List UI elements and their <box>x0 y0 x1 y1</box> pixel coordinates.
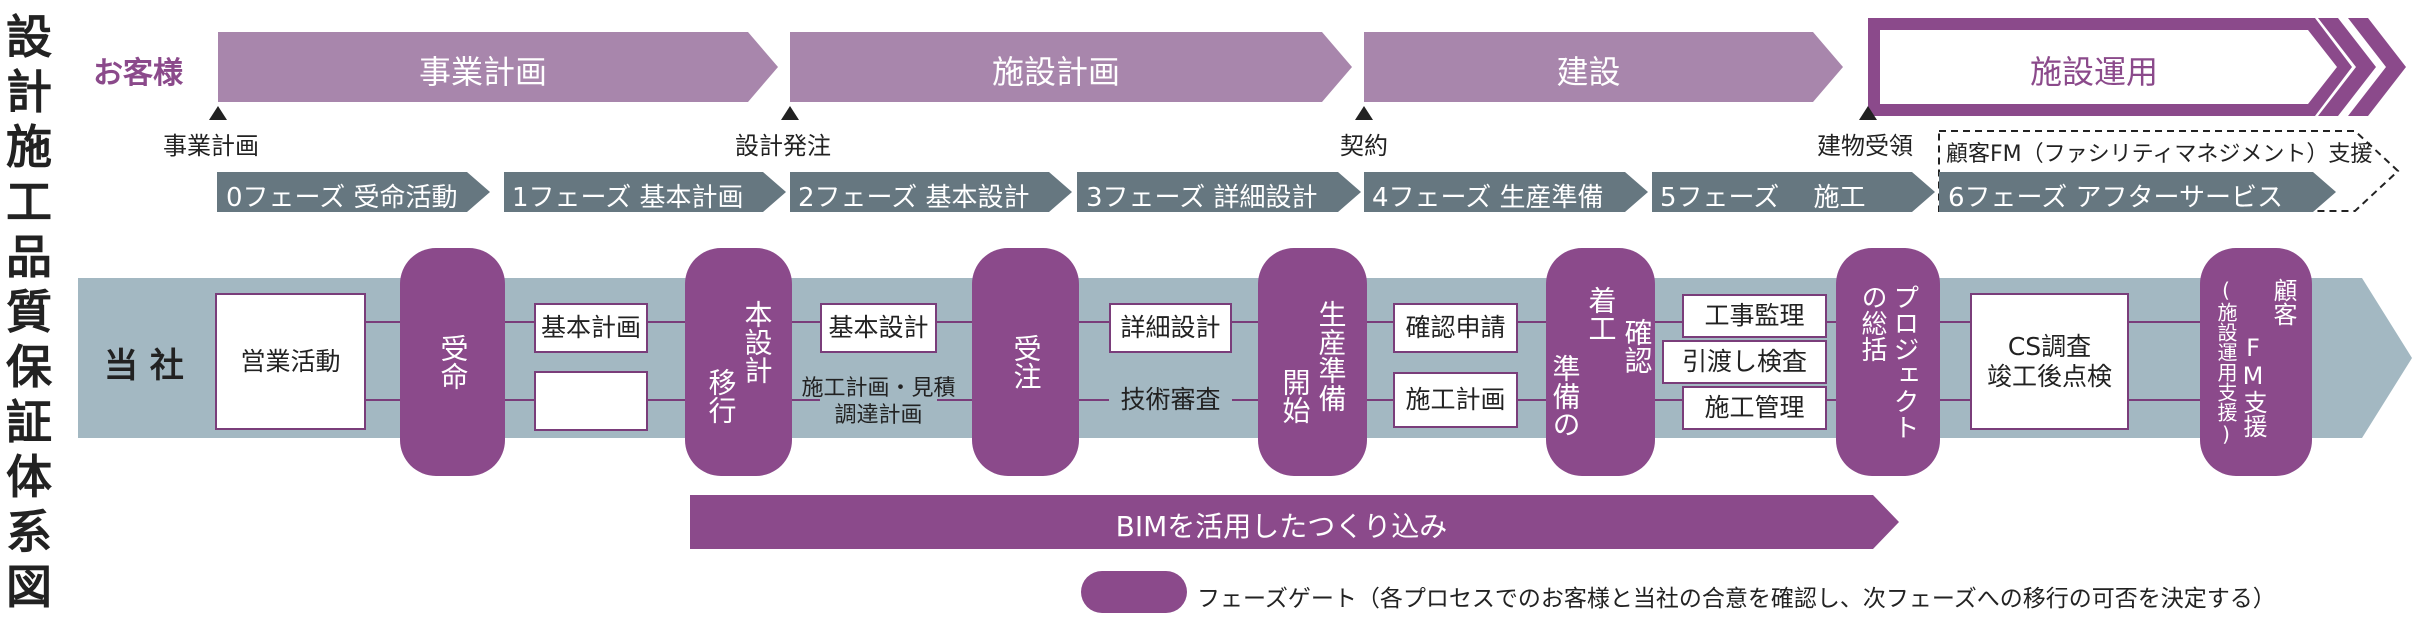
milestone-marker <box>209 106 227 120</box>
title-char: 保 <box>6 340 52 394</box>
gate-4-col: 開始 <box>1278 368 1312 424</box>
gate-6-text: プロジェクトの総括 <box>1856 284 1920 440</box>
milestone-label: 契約 <box>1340 132 1388 160</box>
connector-lines <box>366 321 2200 401</box>
phase-arrow-3 <box>1077 172 1361 212</box>
milestone-marker <box>781 106 799 120</box>
milestone-label: 事業計画 <box>163 132 259 160</box>
vertical-title: 設 計 施 工 品 質 保 証 体 系 図 <box>2 10 56 615</box>
gate-2-col: 移行 <box>704 368 738 424</box>
gate-1-text: 受命 <box>435 334 471 390</box>
phase-label-4: 4フェーズ 生産準備 <box>1372 183 1604 213</box>
gate-4: 生産準備開始 <box>1258 248 1367 476</box>
gate-2: 本設計移行 <box>685 248 792 476</box>
gate-3: 受注 <box>972 248 1079 476</box>
box-construction-mgmt: 施工管理 <box>1682 386 1827 430</box>
gate-4-text: 生産準備開始 <box>1277 300 1349 424</box>
box-construction-plan-text: 施工計画・見積 調達計画 <box>801 376 956 428</box>
company-process-band <box>78 278 2412 438</box>
gate-3-text: 受注 <box>1008 334 1044 390</box>
milestone-marker <box>1859 106 1877 120</box>
gate-6: プロジェクトの総括 <box>1836 248 1940 476</box>
phase-label-2: 2フェーズ 基本設計 <box>798 183 1030 213</box>
stage-arrow-4-inner <box>1880 30 2337 104</box>
box-cs-survey-text: CS調査 竣工後点検 <box>1986 331 2112 391</box>
box-cs-survey: CS調査 竣工後点検 <box>1970 293 2129 430</box>
gate-6-col: プロジェクト <box>1889 284 1919 440</box>
title-char: 品 <box>6 230 52 284</box>
title-char: 計 <box>6 65 52 119</box>
stage-chevron-1 <box>2318 18 2376 116</box>
title-char: 工 <box>6 175 52 229</box>
gate-2-text: 本設計移行 <box>703 300 775 424</box>
title-char: 質 <box>6 285 52 339</box>
box-detail-design: 詳細設計 <box>1109 303 1232 353</box>
title-char: 設 <box>6 10 52 64</box>
gate-5-col: 着工 <box>1584 286 1618 342</box>
gate-5-col: 準備の <box>1548 354 1582 438</box>
stage-label-4: 施設運用 <box>2029 53 2158 91</box>
phase-label-6: 6フェーズ アフターサービス <box>1948 183 2283 213</box>
phase-label-3: 3フェーズ 詳細設計 <box>1086 183 1318 213</box>
box-basic-design: 基本設計 <box>820 303 937 353</box>
stage-arrow-1 <box>218 32 778 102</box>
title-char: 体 <box>6 450 52 504</box>
stage-arrow-3 <box>1364 32 1843 102</box>
phase-label-5: 5フェーズ 施工 <box>1660 183 1866 213</box>
title-char: 図 <box>6 560 52 614</box>
gate-5-col: 確認 <box>1620 318 1654 374</box>
box-handover: 引渡し検査 <box>1662 340 1827 384</box>
title-char: 系 <box>6 505 52 559</box>
phase-arrow-4 <box>1364 172 1648 212</box>
phase-arrow-2 <box>790 172 1072 212</box>
box-sales: 営業活動 <box>215 293 366 430</box>
box-construction-plan: 施工計画・見積 調達計画 <box>798 365 959 439</box>
fm-support-label: 顧客FM（ファシリティマネジメント）支援 <box>1946 142 2373 167</box>
gate-1-col: 受命 <box>436 334 470 390</box>
gate-3-col: 受注 <box>1009 334 1043 390</box>
box-confirm-apply: 確認申請 <box>1393 303 1518 353</box>
phase-label-1: 1フェーズ 基本計画 <box>512 183 744 213</box>
gate-7-col: (施設運用支援) <box>2214 278 2238 446</box>
stage-label-2: 施設計画 <box>991 53 1120 91</box>
milestone-marker <box>1355 106 1373 120</box>
company-label: 当 社 <box>104 346 184 386</box>
gate-6-col: の総括 <box>1857 284 1887 362</box>
stage-chevron-2 <box>2348 18 2406 116</box>
gate-5-text: 確認着工準備の <box>1547 286 1655 438</box>
box-construction-planning: 施工計画 <box>1393 372 1518 428</box>
box-tech-review: 技術審査 <box>1120 385 1221 414</box>
bim-arrow <box>690 495 1899 549</box>
customer-label: お客様 <box>93 56 183 91</box>
phase-arrow-1 <box>504 172 786 212</box>
box-basic-plan-empty <box>534 371 648 431</box>
milestone-label: 建物受領 <box>1817 132 1913 160</box>
gate-4-col: 生産準備 <box>1314 300 1348 412</box>
gate-1: 受命 <box>400 248 505 476</box>
gate-2-col: 本設計 <box>740 300 774 384</box>
phase-label-0: 0フェーズ 受命活動 <box>226 183 458 213</box>
box-supervision: 工事監理 <box>1682 294 1827 338</box>
milestone-label: 設計発注 <box>735 132 831 160</box>
legend-text: フェーズゲート（各プロセスでのお客様と当社の合意を確認し、次フェーズへの移行の可… <box>1197 586 2276 612</box>
legend-gate-swatch <box>1081 571 1187 613</box>
gate-7-col: 顧客 <box>2269 278 2297 326</box>
title-char: 施 <box>6 120 52 174</box>
stage-arrow-2 <box>790 32 1352 102</box>
gate-7-col: FM支援 <box>2239 334 2267 438</box>
title-char: 証 <box>6 395 52 449</box>
stage-label-1: 事業計画 <box>418 53 547 91</box>
gate-5: 確認着工準備の <box>1546 248 1655 476</box>
phase-arrow-0 <box>217 172 490 212</box>
phase-arrow-6 <box>1939 172 2336 212</box>
box-basic-plan: 基本計画 <box>534 303 648 353</box>
phase-arrow-5 <box>1652 172 1935 212</box>
bim-label: BIMを活用したつくり込み <box>1115 510 1448 543</box>
stage-label-3: 建設 <box>1556 53 1621 91</box>
